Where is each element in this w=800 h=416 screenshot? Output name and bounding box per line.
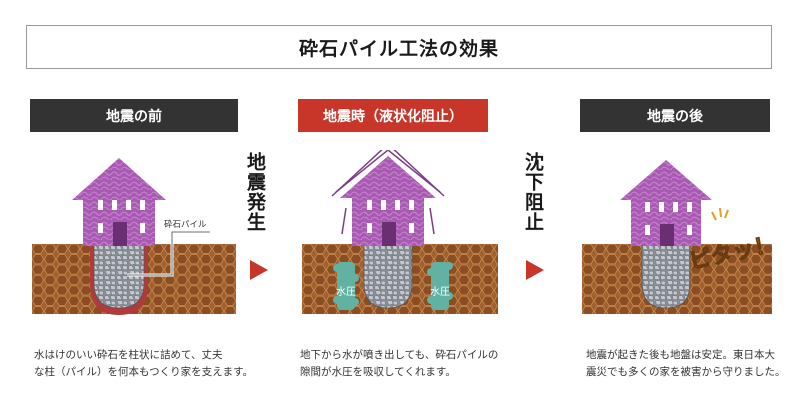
caption-before-line-2: な柱（パイル）を何本もつくり家を支えます。 — [34, 366, 254, 378]
panel-during: 水圧 水圧 — [302, 150, 498, 320]
water-pressure-left-label: 水圧 — [336, 286, 356, 298]
caption-after: 地震が起きた後も地盤は安定。東日本大 震災でも多くの家を被害から守りました。 — [586, 347, 786, 381]
house-icon — [620, 160, 712, 246]
panel-before: 砕石パイル — [32, 150, 236, 320]
transition-earthquake-label: 地震発生 — [244, 152, 266, 232]
gravel-pile — [641, 241, 691, 309]
panel-after: ピタッ！ — [582, 150, 772, 320]
water-pressure-right-label: 水圧 — [430, 286, 450, 298]
water-pressure-right: 水圧 — [427, 262, 453, 310]
caption-during-line-1: 地下から水が噴き出しても、砕石パイルの — [300, 349, 499, 361]
transition-arrow-2 — [526, 260, 544, 280]
caption-before-line-1: 水はけのいい砕石を柱状に詰めて、丈夫 — [34, 349, 223, 361]
caption-before: 水はけのいい砕石を柱状に詰めて、丈夫 な柱（パイル）を何本もつくり家を支えます。 — [34, 347, 253, 381]
caption-during: 地下から水が噴き出しても、砕石パイルの 隙間が水圧を吸収してくれます。 — [300, 347, 498, 381]
phase-during-header: 地震時（液状化阻止） — [298, 99, 488, 132]
caption-during-line-2: 隙間が水圧を吸収してくれます。 — [300, 366, 456, 378]
transition-subsidence-label: 沈下阻止 — [522, 152, 544, 232]
house-icon — [340, 156, 436, 246]
phase-after-header: 地震の後 — [580, 99, 770, 132]
callout-pile-label: 砕石パイル — [164, 219, 207, 230]
gravel-pile — [93, 241, 145, 309]
sparkle-icon — [711, 207, 729, 221]
transition-arrow-1 — [250, 260, 268, 280]
water-pressure-left: 水圧 — [333, 262, 359, 310]
page-title: 砕石パイル工法の効果 — [26, 25, 772, 69]
shake-lines-icon — [331, 150, 445, 235]
house-icon — [72, 158, 166, 246]
caption-after-line-1: 地震が起きた後も地盤は安定。東日本大 — [586, 349, 775, 361]
caption-after-line-2: 震災でも多くの家を被害から守りました。 — [586, 366, 786, 378]
phase-before-header: 地震の前 — [30, 99, 238, 132]
gravel-pile — [363, 241, 413, 309]
